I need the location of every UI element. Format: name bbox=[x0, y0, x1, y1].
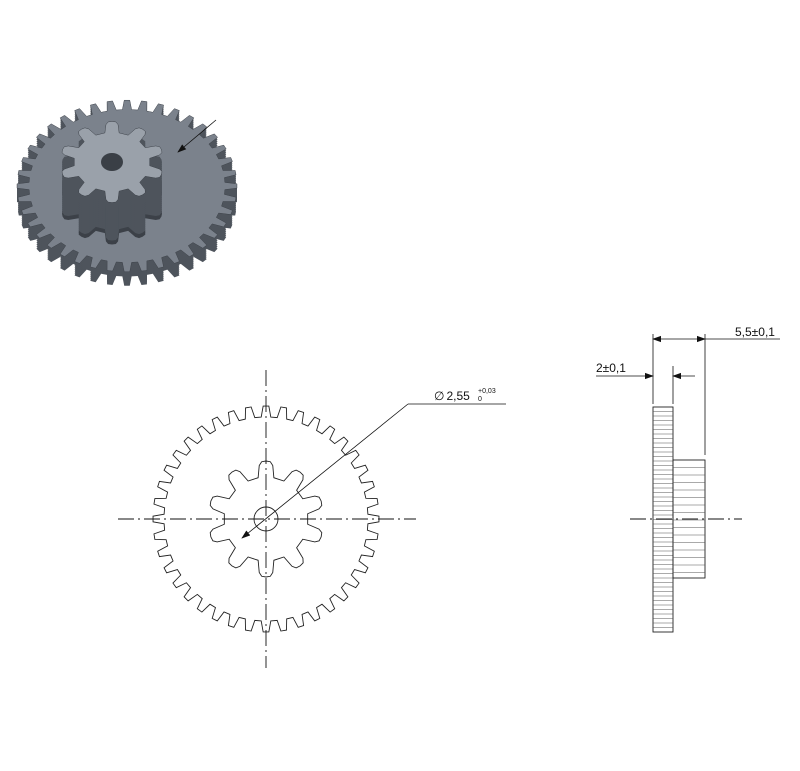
total-width-label: 5,5±0,1 bbox=[735, 325, 775, 339]
front-view: ∅2,55 +0,03 0 bbox=[118, 370, 506, 668]
gear-3d-leader-line bbox=[177, 119, 217, 153]
side-pinion-body bbox=[672, 459, 706, 579]
gear-width-label: 2±0,1 bbox=[596, 361, 626, 375]
bore-leader-line bbox=[241, 403, 409, 539]
bore-tolerance-upper: +0,03 bbox=[478, 388, 496, 395]
side-pinion-teeth-lines bbox=[673, 467, 705, 573]
front-large-gear-outline bbox=[152, 405, 380, 633]
side-view: 5,5±0,1 2±0,1 bbox=[596, 325, 780, 633]
side-large-gear-teeth-lines bbox=[653, 411, 673, 628]
bore-diameter-label: ∅2,55 bbox=[434, 389, 470, 403]
front-pinion-outline bbox=[209, 460, 323, 578]
gear-3d-render bbox=[16, 99, 238, 286]
gear-3d-bore bbox=[101, 153, 123, 171]
bore-tolerance-lower: 0 bbox=[478, 396, 482, 403]
